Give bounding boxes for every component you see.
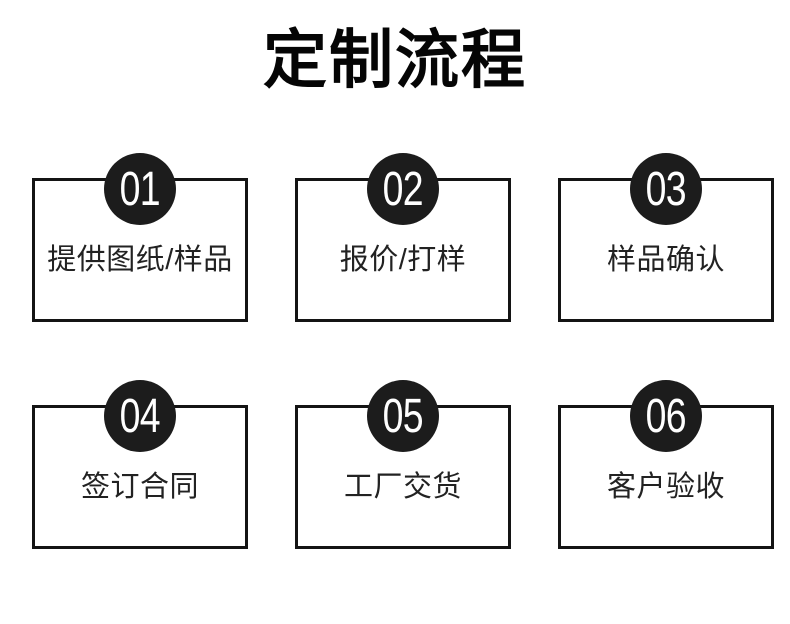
step-label: 客户验收 bbox=[606, 471, 725, 503]
step-number: 03 bbox=[645, 162, 687, 216]
step-box-1: 01 提供图纸/样品 bbox=[32, 153, 248, 322]
step-label: 样品确认 bbox=[606, 244, 725, 276]
page-title: 定制流程 bbox=[263, 24, 527, 96]
step-label: 签订合同 bbox=[80, 471, 199, 503]
step-box-5: 05 工厂交货 bbox=[295, 380, 511, 549]
step-number-badge: 01 bbox=[104, 153, 176, 225]
step-box-2: 02 报价/打样 bbox=[295, 153, 511, 322]
step-number-badge: 04 bbox=[104, 380, 176, 452]
step-number-badge: 05 bbox=[367, 380, 439, 452]
step-box-3: 03 样品确认 bbox=[558, 153, 774, 322]
step-number-badge: 02 bbox=[367, 153, 439, 225]
steps-grid: 01 提供图纸/样品 02 报价/打样 03 样品确认 04 签订合同 05 bbox=[32, 153, 774, 549]
customization-process-diagram: 定制流程 01 提供图纸/样品 02 报价/打样 03 样品确认 04 签订合同 bbox=[0, 20, 790, 624]
step-number-badge: 03 bbox=[630, 153, 702, 225]
step-label: 报价/打样 bbox=[339, 244, 467, 276]
step-box-6: 06 客户验收 bbox=[558, 380, 774, 549]
step-label: 工厂交货 bbox=[343, 471, 462, 503]
step-box-4: 04 签订合同 bbox=[32, 380, 248, 549]
step-number: 06 bbox=[645, 389, 687, 443]
step-number: 04 bbox=[119, 389, 161, 443]
step-number: 02 bbox=[382, 162, 424, 216]
step-number: 05 bbox=[382, 389, 424, 443]
step-label: 提供图纸/样品 bbox=[47, 244, 233, 276]
step-number: 01 bbox=[119, 162, 161, 216]
step-number-badge: 06 bbox=[630, 380, 702, 452]
